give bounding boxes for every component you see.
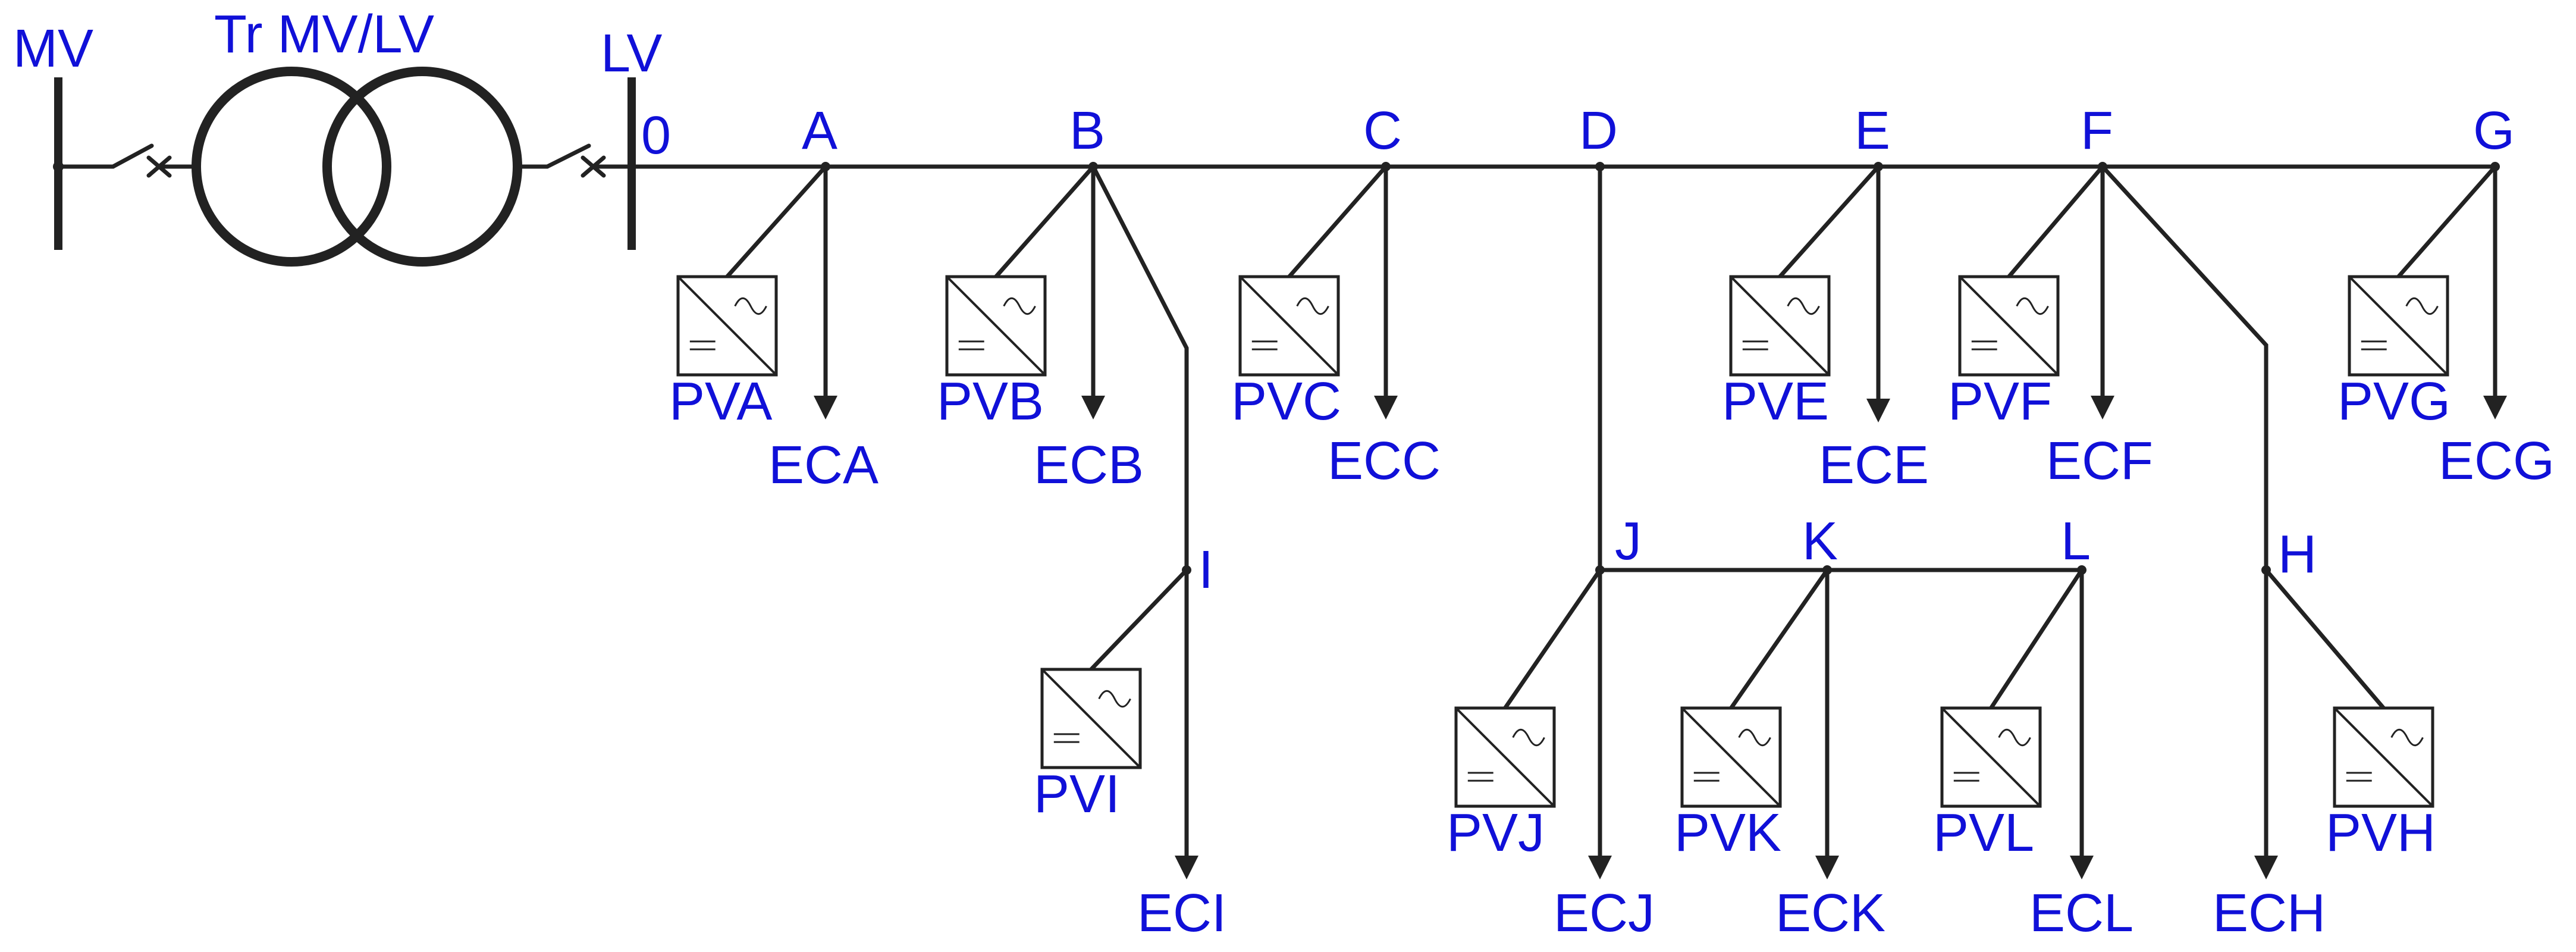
node-dot-d bbox=[1595, 162, 1605, 171]
pv-inverter-g bbox=[2348, 164, 2497, 377]
energy-consumer-a bbox=[814, 164, 837, 419]
energy-consumer-k bbox=[1815, 568, 1839, 879]
ec-label-c: ECC bbox=[1328, 431, 1441, 491]
arrow-icon bbox=[1081, 396, 1105, 419]
lv-label: LV bbox=[601, 24, 662, 83]
pv-label-h: PVH bbox=[2326, 803, 2436, 863]
pv-label-l: PVL bbox=[1933, 803, 2034, 863]
node-label-c: C bbox=[1363, 101, 1402, 161]
energy-consumer-e bbox=[1866, 164, 1890, 422]
pv-label-c: PVC bbox=[1231, 372, 1341, 431]
mv-switch-blade bbox=[111, 143, 154, 169]
ec-label-e: ECE bbox=[1819, 436, 1929, 495]
arrow-icon bbox=[2483, 396, 2507, 419]
bus-zero-label: 0 bbox=[641, 106, 671, 165]
arrow-icon bbox=[2254, 856, 2278, 879]
pv-inverter-k bbox=[1680, 568, 1830, 808]
ec-label-h: ECH bbox=[2213, 884, 2326, 943]
branch-b-i-line bbox=[1091, 164, 1189, 572]
energy-consumer-j bbox=[1588, 568, 1612, 879]
pv-label-b: PVB bbox=[937, 372, 1044, 431]
pv-label-a: PVA bbox=[669, 372, 772, 431]
arrow-icon bbox=[1866, 399, 1890, 422]
energy-consumer-b bbox=[1081, 164, 1105, 419]
node-label-e: E bbox=[1855, 101, 1890, 161]
node-label-b: B bbox=[1069, 101, 1105, 161]
pv-inverter-e bbox=[1729, 164, 1881, 377]
energy-consumer-l bbox=[2070, 568, 2094, 879]
pv-label-j: PVJ bbox=[1447, 803, 1545, 863]
pv-inverter-h bbox=[2264, 568, 2434, 808]
pv-inverter-l bbox=[1940, 568, 2084, 808]
branch-f-h-line bbox=[2100, 164, 2268, 572]
transformer-symbol bbox=[192, 67, 522, 267]
arrow-icon bbox=[1175, 856, 1198, 879]
pv-label-g: PVG bbox=[2337, 372, 2451, 431]
energy-consumer-g bbox=[2483, 164, 2507, 419]
node-label-j: J bbox=[1615, 512, 1642, 571]
ec-label-g: ECG bbox=[2439, 431, 2555, 491]
ec-label-a: ECA bbox=[768, 436, 878, 495]
arrow-icon bbox=[1815, 856, 1839, 879]
node-label-g: G bbox=[2473, 101, 2515, 161]
energy-consumer-i bbox=[1175, 568, 1198, 879]
node-label-f: F bbox=[2081, 101, 2113, 161]
lv-switch-blade bbox=[545, 143, 591, 169]
arrow-icon bbox=[2091, 396, 2114, 419]
mv-label: MV bbox=[13, 19, 93, 79]
node-label-a: A bbox=[802, 101, 837, 161]
pv-inverter-j bbox=[1454, 568, 1602, 808]
ec-label-i: ECI bbox=[1137, 884, 1226, 943]
pv-label-k: PVK bbox=[1674, 803, 1781, 863]
ec-label-b: ECB bbox=[1034, 436, 1144, 495]
arrow-icon bbox=[2070, 856, 2094, 879]
arrow-icon bbox=[814, 396, 837, 419]
node-label-h: H bbox=[2278, 525, 2317, 584]
arrow-icon bbox=[1374, 396, 1398, 419]
node-label-k: K bbox=[1802, 512, 1838, 571]
energy-consumer-f bbox=[2091, 164, 2114, 419]
pv-inverter-i bbox=[1040, 568, 1189, 769]
pv-label-f: PVF bbox=[1948, 372, 2052, 431]
pv-label-e: PVE bbox=[1722, 372, 1829, 431]
node-label-l: L bbox=[2061, 512, 2091, 571]
pv-inverter-f bbox=[1958, 164, 2105, 377]
network-elements: A B C D E F G I J K L H PVA PVB PVC PVE PVF PVG PVI PVJ PVK P… bbox=[669, 101, 2555, 943]
ec-label-l: ECL bbox=[2029, 884, 2133, 943]
ec-label-k: ECK bbox=[1775, 884, 1885, 943]
ec-label-f: ECF bbox=[2046, 431, 2153, 491]
node-label-d: D bbox=[1579, 101, 1618, 161]
node-label-i: I bbox=[1198, 540, 1213, 600]
pv-label-i: PVI bbox=[1034, 765, 1120, 824]
energy-consumer-c bbox=[1374, 164, 1398, 419]
pv-inverter-c bbox=[1238, 164, 1388, 377]
pv-inverter-b bbox=[945, 164, 1096, 377]
arrow-icon bbox=[1588, 856, 1612, 879]
transformer-label: Tr MV/LV bbox=[214, 5, 434, 64]
ec-label-j: ECJ bbox=[1554, 884, 1655, 943]
energy-consumer-h bbox=[2254, 568, 2278, 879]
mv-section bbox=[53, 67, 636, 267]
pv-inverter-a bbox=[676, 164, 828, 377]
